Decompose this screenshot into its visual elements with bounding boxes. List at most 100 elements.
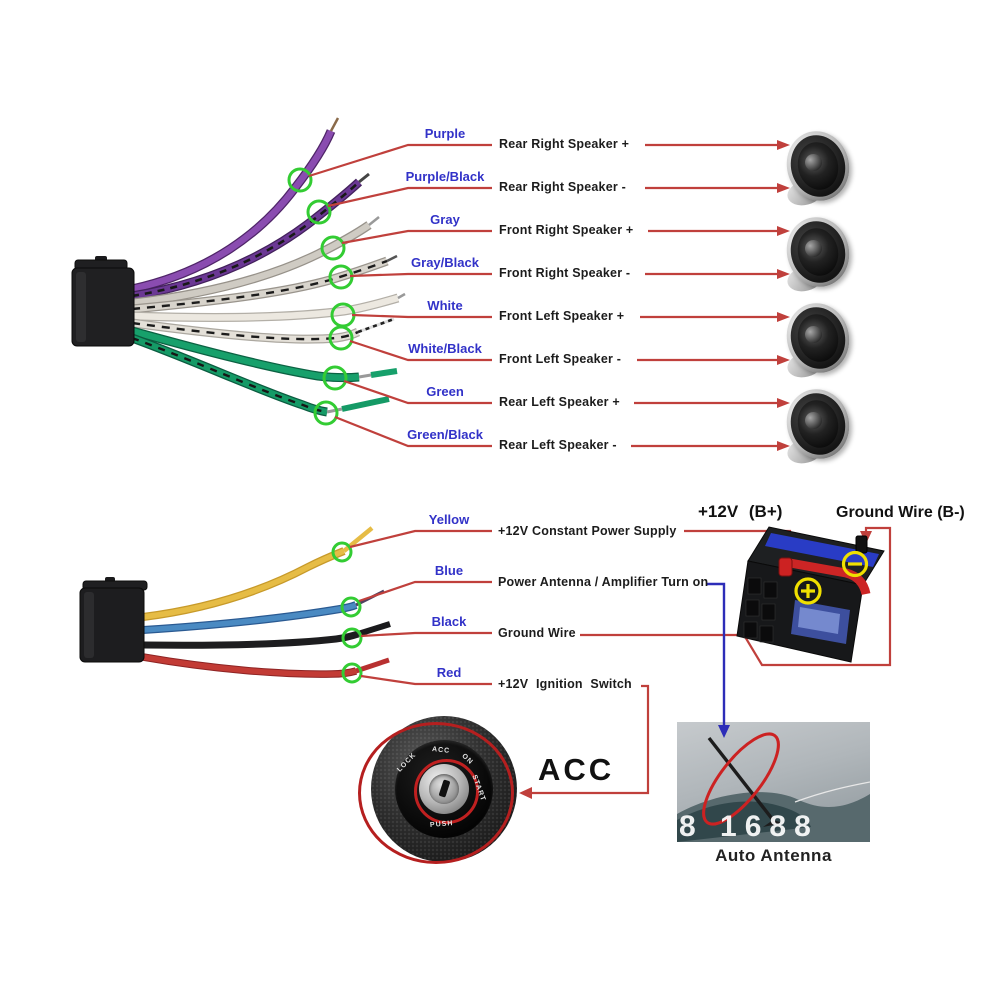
green-black-wire-tip [341,396,390,412]
battery-cell [759,625,774,643]
speaker-front-right [779,210,857,295]
line-power-antenna [706,582,726,726]
purple-black-wire [131,179,362,300]
wire-name-gray: Gray [430,212,460,227]
antenna-annotation [706,582,730,738]
battery-label-sticker [791,600,850,644]
connection-circle-gray [320,235,346,261]
white-wire-outline [131,293,400,322]
leader-yellow [349,529,492,549]
gray-black-wire-tip [386,254,398,263]
gray-black-wire-stripe [131,259,388,311]
plus-symbol [801,584,815,598]
positive-terminal-circle [794,577,822,605]
leader-black [360,631,492,638]
blue-wire [142,602,358,633]
connection-circle-purple [287,167,313,193]
antenna-photo-art [677,732,870,842]
connection-circle-purple-black [306,199,332,225]
yellow-wire-outline [142,547,346,621]
wire-name-yellow: Yellow [428,512,470,527]
wire-name-green: Green [426,384,464,399]
antenna-base [763,820,783,827]
blue-wire-outline [142,601,358,634]
connector-latch-nub [105,577,115,585]
connection-point-circles [287,167,363,684]
function-power-antenna: Power Antenna / Amplifier Turn on [498,575,709,589]
auto-antenna-photo: 8 1688 [677,722,870,842]
green-black-wire-stripe [131,336,328,414]
battery-cell [743,621,758,639]
connection-circle-white-black [328,325,354,351]
function-front-left-minus: Front Left Speaker - [499,352,622,366]
green-black-wire-outline [130,333,328,417]
battery-label-sticker-inner [798,607,840,634]
battery-negative-post [855,535,868,554]
connector-latch-nub [95,256,107,265]
trunk-seam-line [794,781,870,803]
line-constant-power-to-battery [684,529,792,563]
ignition-red-annotation-circle [358,722,514,864]
battery-positive-label: +12V (B+) [698,502,783,521]
arrowhead-battery-positive [784,561,796,574]
green-black-wire-strip [326,407,343,414]
battery-cell [747,577,762,595]
purple-wire-tip [329,117,340,132]
connector-body-highlight [76,272,86,342]
connector-body [71,267,135,347]
yellow-wire [142,548,346,620]
function-front-right-plus: Front Right Speaker + [499,223,634,237]
acc-label: ACC [538,752,615,787]
wire-name-white: White [427,298,463,313]
arrowhead-battery-negative [860,531,872,544]
purple-wire [131,129,335,293]
white-black-wire-tip-stripe [357,317,395,334]
connection-circle-black [341,627,363,649]
purple-wire-outline [131,129,336,294]
battery-cell [745,599,760,617]
wire-name-gray-black: Gray/Black [411,255,479,270]
yellow-wire-tip [342,526,374,553]
white-black-wire-tip [357,317,395,334]
black-wire-tip [357,621,391,637]
wire-name-green-black: Green/Black [407,427,483,442]
auto-antenna-caption: Auto Antenna [715,846,832,865]
wire-name-white-black: White/Black [408,341,482,356]
battery-cell-grid [743,577,778,643]
function-rear-left-minus: Rear Left Speaker - [499,438,617,452]
battery-terminal-symbols [794,550,869,605]
negative-terminal-circle [841,550,869,578]
green-wire [131,327,360,381]
gray-wire-tip [368,216,380,226]
function-front-right-minus: Front Right Speaker - [499,266,631,280]
leader-gray-black [349,272,492,278]
function-rear-right-plus: Rear Right Speaker + [499,137,630,151]
connection-circle-green-black [313,400,339,426]
bottom-power-connector [79,577,148,663]
leader-blue [358,580,492,603]
green-wire-tip [370,368,398,378]
line-ground-wire-to-battery [580,526,892,667]
function-rear-right-minus: Rear Right Speaker - [499,180,626,194]
white-black-wire [131,319,360,343]
battery-top-face [747,526,885,586]
antenna-red-annotation [702,732,780,826]
top-iso-connector [71,256,135,347]
purple-black-wire-tip [358,172,370,184]
function-ignition-switch: +12V Ignition Switch [498,677,632,691]
wire-name-red: Red [436,665,462,680]
white-black-wire-outline [131,318,361,344]
battery-blue-stripe [765,533,879,567]
antenna-mast [707,736,775,822]
arrowhead-acc [519,787,532,799]
wire-name-purple: Purple [424,126,466,141]
gray-black-wire [131,257,389,313]
battery-negative-label: Ground Wire (B-) [836,504,965,521]
purple-black-wire-stripe [131,181,360,298]
function-constant-power: +12V Constant Power Supply [498,524,677,538]
black-wire [142,630,360,649]
speaker-front-left [779,296,857,381]
battery-red-cable [789,558,871,596]
connection-circle-red [341,662,363,684]
speaker-rear-right [779,124,857,209]
